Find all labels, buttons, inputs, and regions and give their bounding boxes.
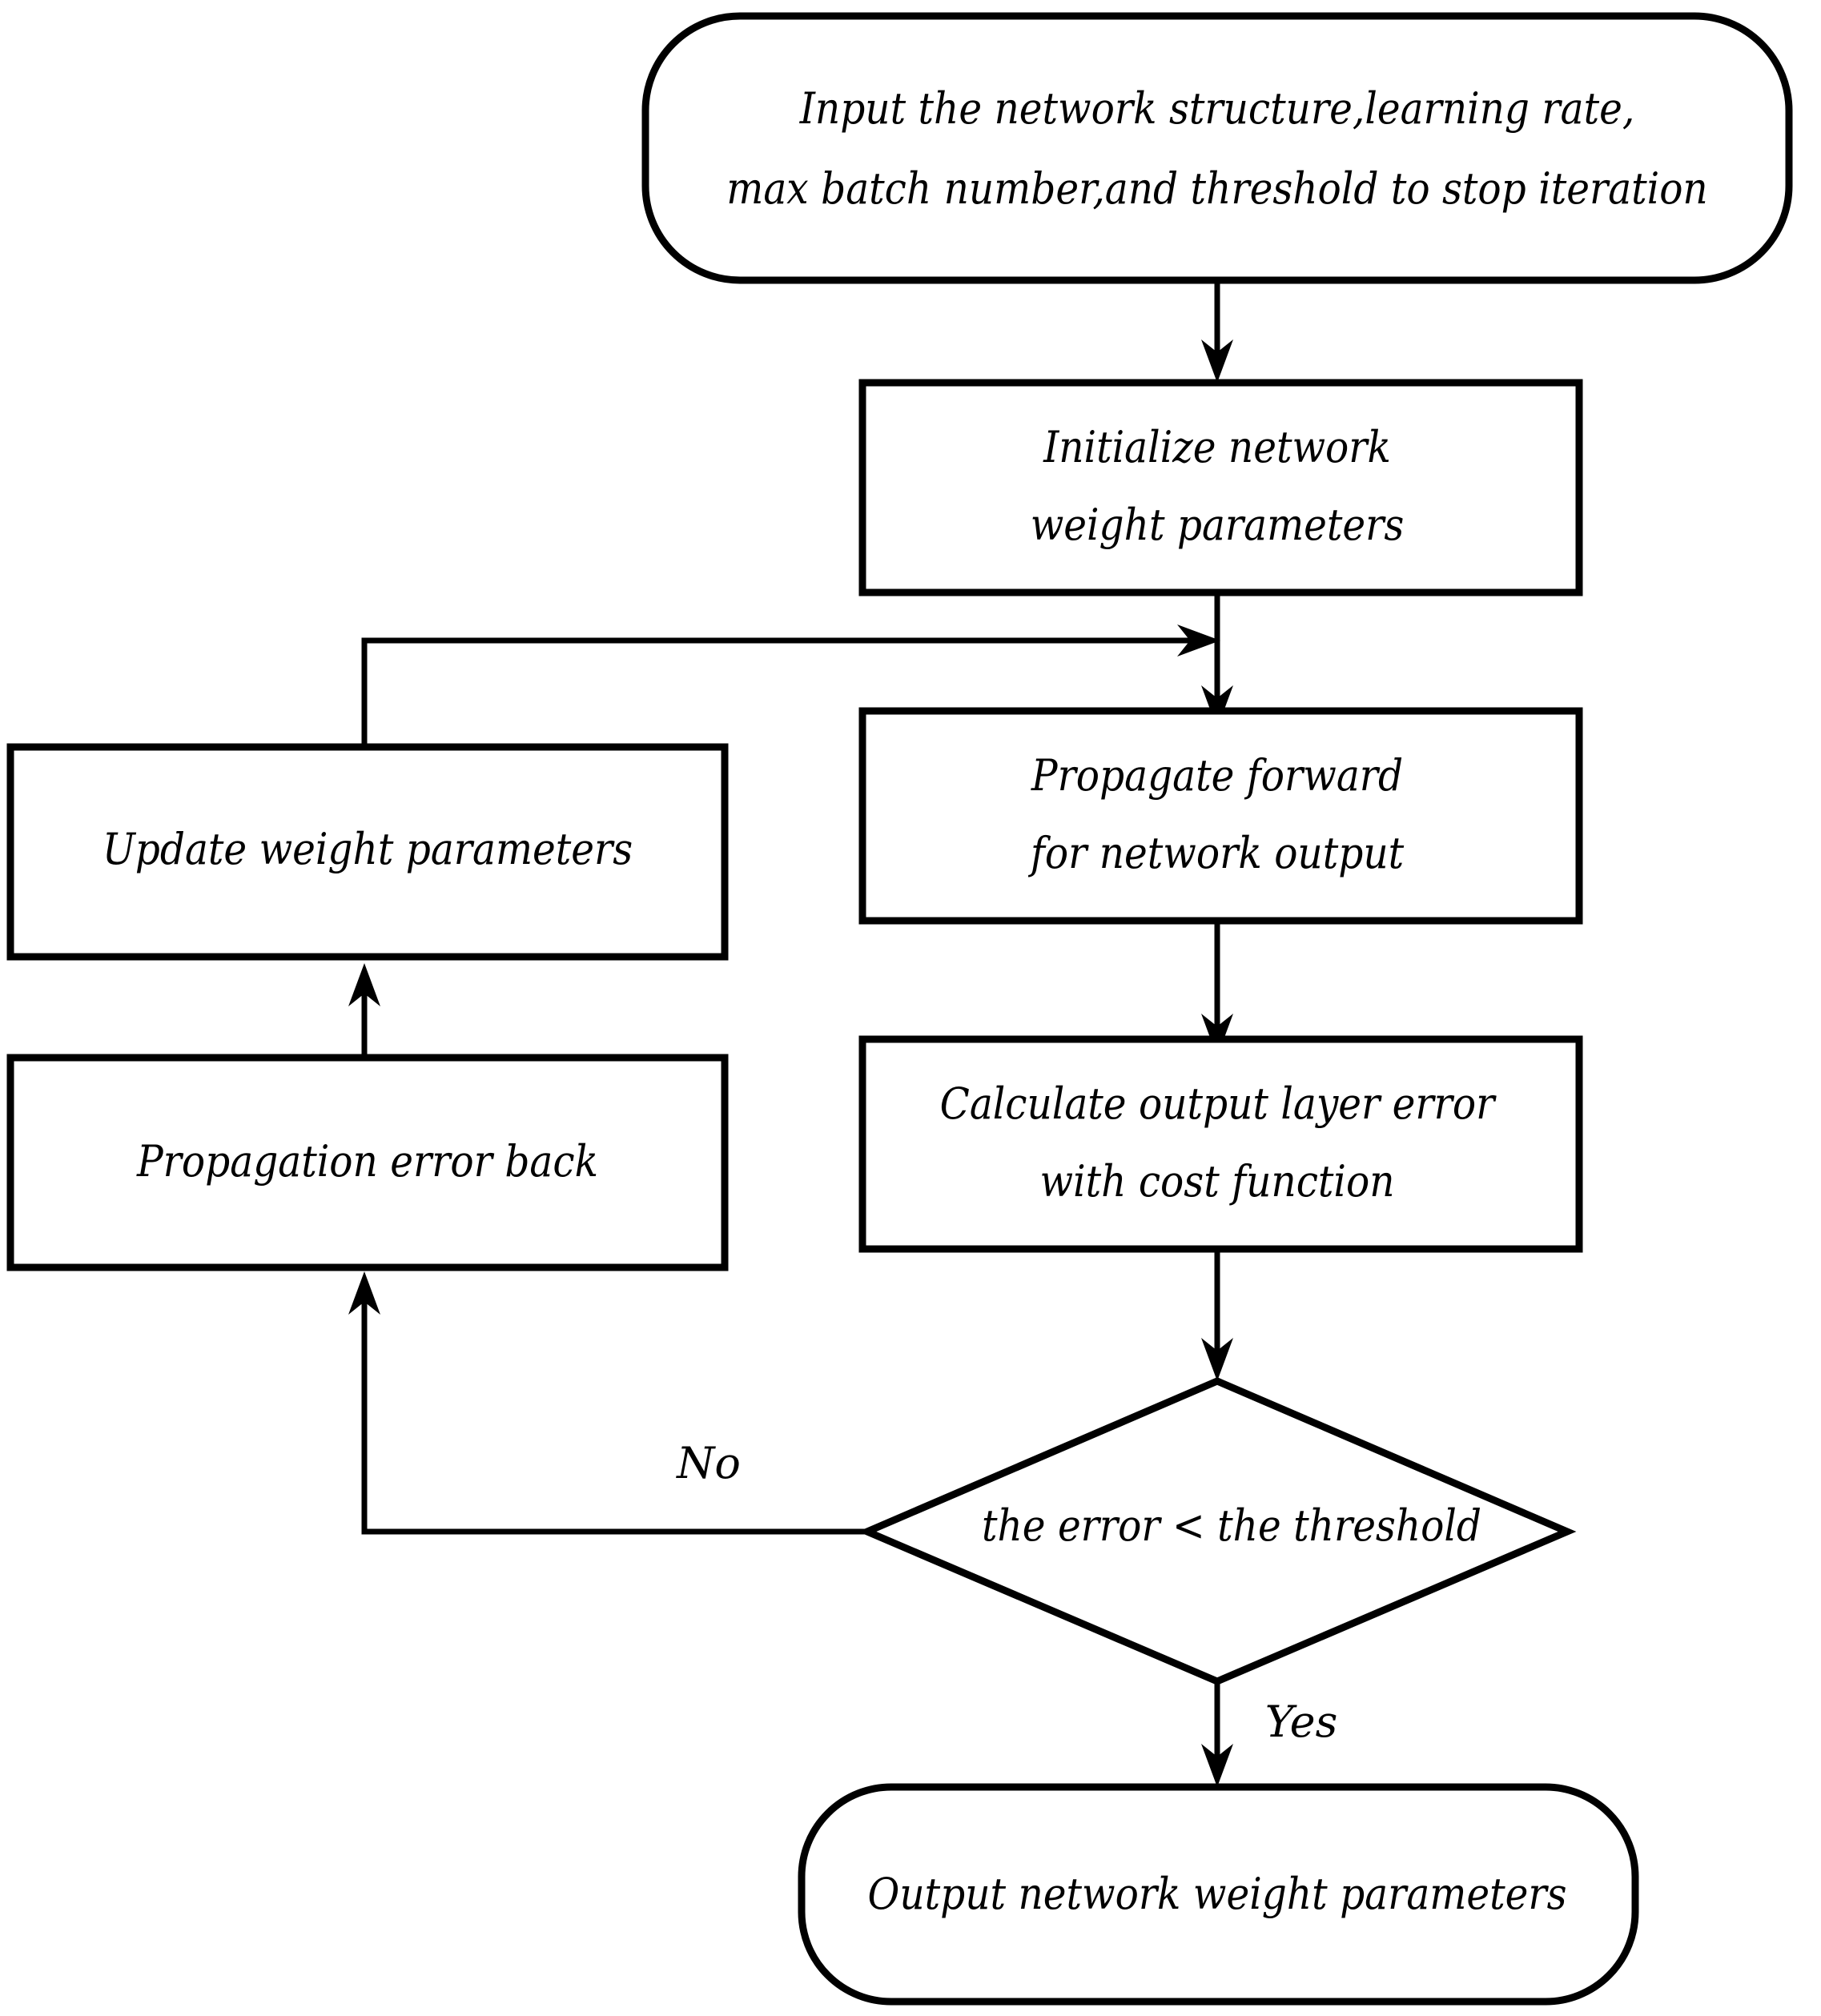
node-input-line-1: Input the network structure,learning rat… [799,83,1635,134]
node-forward-line-2: for network output [1028,828,1405,878]
edge-backprop-to-update [348,963,380,1055]
node-update-shape [6,743,729,961]
edge-forward-to-calculate [1201,922,1233,1057]
node-initialize[interactable]: Initialize network weight parameters [858,379,1583,596]
edge-input-to-initialize [1201,280,1233,383]
arrowhead-icon [1201,1744,1233,1787]
node-calculate-line-1: Calculate output layer error [940,1078,1497,1129]
node-decision-label: the error < the threshold [982,1500,1481,1551]
node-output-shape [798,1783,1639,2006]
node-forward-shape [858,707,1583,925]
node-decision[interactable]: the error < the threshold [858,1377,1577,1685]
node-calculate-shape [858,1035,1583,1253]
arrowhead-icon [1201,339,1233,383]
node-calculate-line-2: with cost function [1039,1156,1394,1207]
arrowhead-icon [348,1271,380,1315]
arrowhead-icon [348,963,380,1006]
arrowhead-icon [1177,624,1220,657]
node-output-label: Output network weight parameters [867,1869,1566,1919]
edge-initialize-to-forward [1201,592,1233,729]
node-input-shape [641,12,1793,284]
edge-label-yes: Yes [1265,1697,1338,1747]
node-initialize-line-1: Initialize network [1043,422,1391,472]
arrowhead-icon [1201,1014,1233,1057]
node-update-label: Update weight parameters [103,824,633,874]
node-forward-line-1: Propagate forward [1031,750,1403,801]
node-input-line-2: max batch number,and threshold to stop i… [726,163,1707,214]
node-initialize-line-2: weight parameters [1031,500,1405,550]
node-initialize-shape [858,379,1583,596]
node-input[interactable]: Input the network structure,learning rat… [641,12,1793,284]
node-update[interactable]: Update weight parameters [6,743,729,961]
edge-decision-to-backprop: No [348,1271,867,1535]
edge-decision-to-output: Yes [1201,1681,1337,1787]
node-backprop[interactable]: Propagation error back [6,1054,729,1271]
node-output[interactable]: Output network weight parameters [798,1783,1639,2006]
node-decision-shape [858,1377,1577,1685]
edge-label-no: No [675,1438,741,1488]
node-backprop-shape [6,1054,729,1271]
edge-update-to-forward [361,624,1220,747]
arrowhead-icon [1201,685,1233,729]
node-backprop-label: Propagation error back [136,1136,598,1187]
node-forward[interactable]: Propagate forward for network output [858,707,1583,925]
arrowhead-icon [1201,1338,1233,1381]
edge-calculate-to-decision [1201,1251,1233,1381]
node-calculate[interactable]: Calculate output layer error with cost f… [858,1035,1583,1253]
edge-line [361,637,1200,747]
edge-line [361,1293,867,1535]
